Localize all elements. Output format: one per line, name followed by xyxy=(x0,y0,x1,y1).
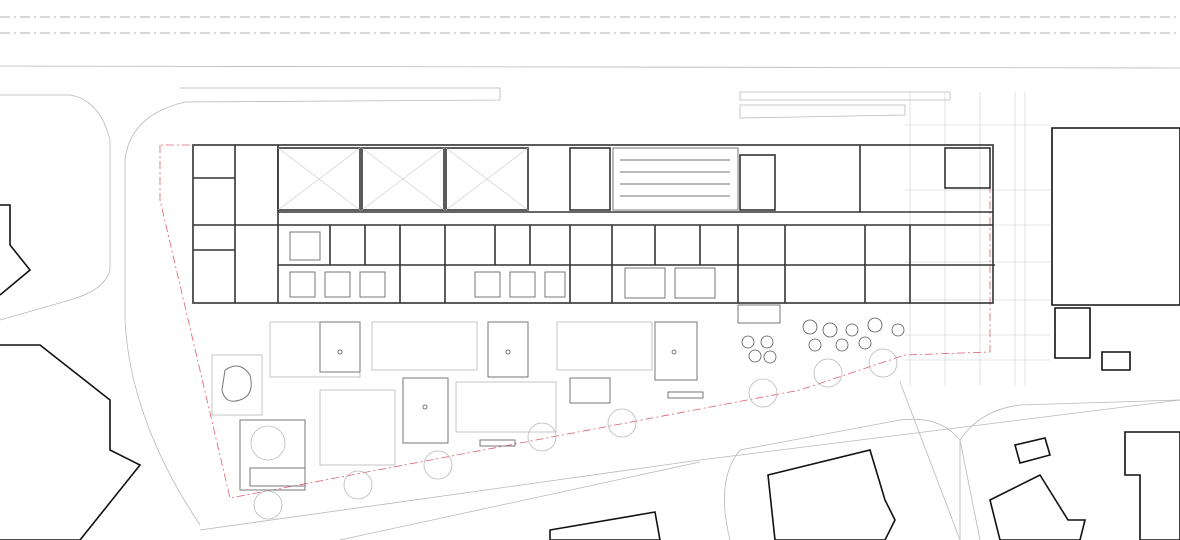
benches xyxy=(479,391,704,447)
road-lines xyxy=(0,16,1180,540)
landscape xyxy=(211,304,905,520)
context-buildings xyxy=(0,127,1180,540)
trees xyxy=(741,317,905,364)
school-building-plan xyxy=(192,144,995,304)
right-grid xyxy=(905,92,1050,385)
site-boundary xyxy=(159,144,991,499)
